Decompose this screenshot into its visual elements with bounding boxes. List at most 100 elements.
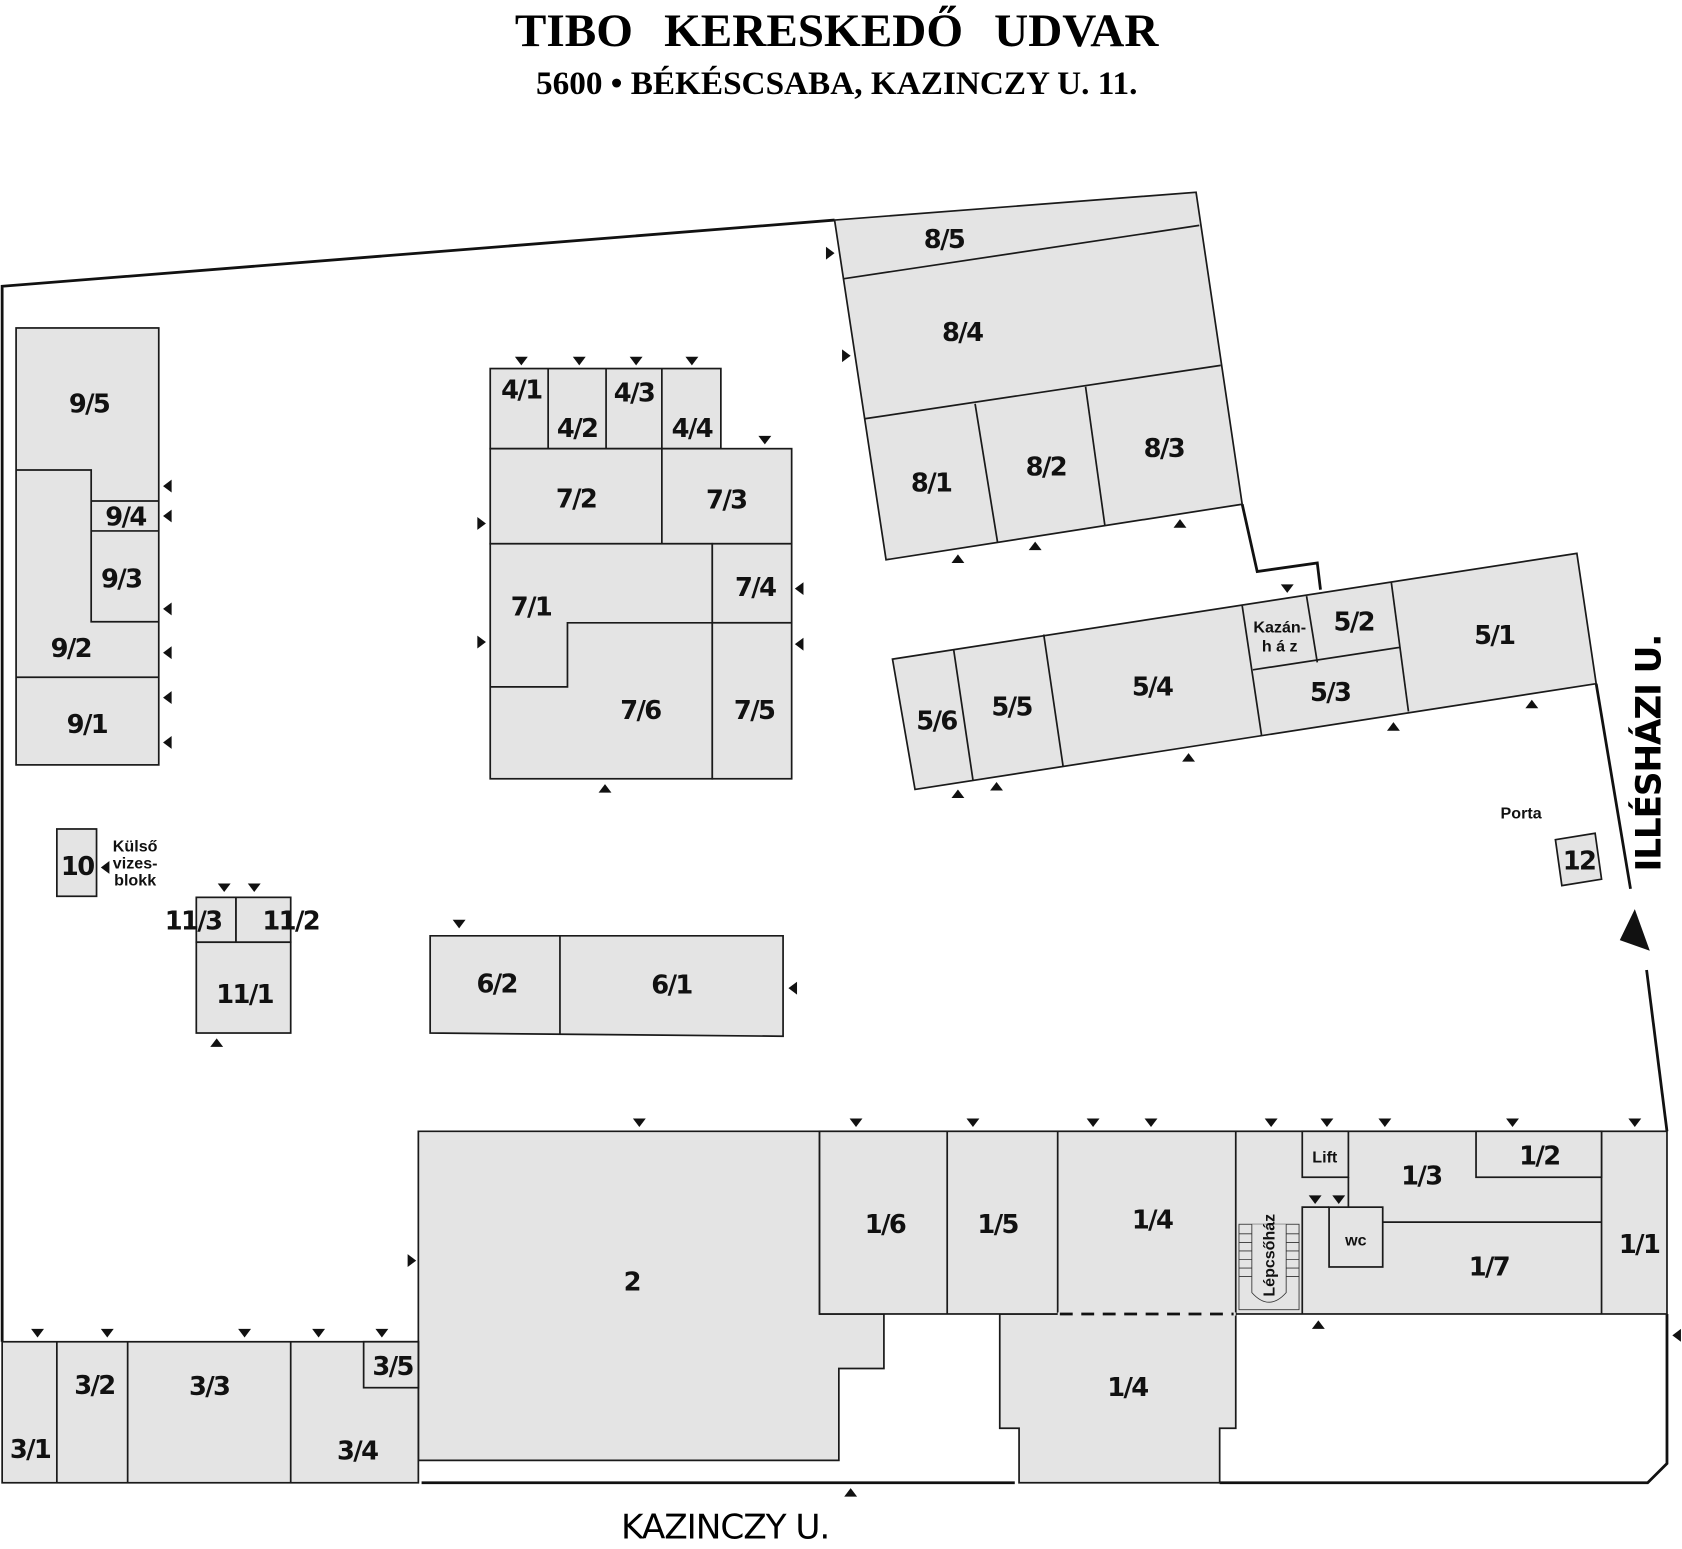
unit-label: 8/3 [1144, 434, 1184, 464]
door-arrow-icon [572, 356, 586, 366]
door-arrow-icon [1144, 1118, 1158, 1128]
unit-label: 10 [61, 852, 94, 882]
door-arrow-icon [825, 246, 835, 260]
unit-labels: 8/5 8/4 8/1 8/2 8/3 4/1 4/2 4/3 4/4 7/2 … [10, 225, 1662, 1466]
door-arrow-icon [1028, 541, 1042, 551]
door-arrow-icon [163, 509, 172, 523]
unit-label: 1/4 [1132, 1206, 1173, 1236]
porta-label: Porta [1501, 804, 1543, 822]
boiler-room-label: h á z [1262, 638, 1298, 656]
unit-label: 4/1 [501, 376, 542, 406]
door-arrow-icon [163, 479, 172, 493]
external-toilet-label: blokk [114, 872, 156, 890]
door-arrow-icon [31, 1328, 44, 1338]
door-arrow-icon [1506, 1118, 1519, 1128]
unit-label: 8/5 [924, 225, 965, 255]
unit-label: 7/1 [511, 592, 552, 622]
door-arrow-icon [1311, 1320, 1325, 1329]
unit-label: 1/1 [1619, 1230, 1660, 1260]
door-markers [31, 246, 1681, 1497]
unit-label: 5/4 [1132, 672, 1173, 702]
unit-label: 7/4 [735, 573, 776, 603]
door-arrow-icon [238, 1328, 252, 1338]
door-arrow-icon [1387, 722, 1400, 731]
unit-label: 6/1 [651, 971, 692, 1001]
unit-label: 6/2 [476, 969, 516, 999]
door-arrow-icon [951, 554, 965, 563]
unit-label: 7/6 [620, 696, 661, 726]
building-2 [417, 1130, 885, 1462]
unit-label: 1/2 [1519, 1141, 1559, 1171]
unit-label: 9/5 [69, 389, 110, 419]
door-arrow-icon [477, 517, 486, 530]
external-toilet-label: vizes- [113, 855, 158, 873]
building-1 [818, 1130, 1668, 1484]
door-arrow-icon [794, 582, 804, 596]
door-arrow-icon [100, 1328, 114, 1338]
door-arrow-icon [407, 1254, 417, 1267]
unit-label: 3/4 [337, 1436, 378, 1466]
door-arrow-icon [990, 781, 1003, 791]
door-arrow-icon [1332, 1195, 1346, 1204]
map-subtitle: 5600 • BÉKÉSCSABA, KAZINCZY U. 11. [536, 65, 1137, 102]
unit-label: 3/1 [10, 1435, 51, 1465]
building-11 [195, 896, 292, 1034]
building-8 [833, 191, 1244, 561]
unit-label: 8/2 [1026, 452, 1066, 482]
boiler-room-label: Kazán- [1253, 618, 1306, 636]
unit-label: 5/5 [991, 693, 1032, 723]
unit-label: 7/3 [706, 486, 746, 516]
unit-label: 7/5 [734, 696, 775, 726]
door-arrow-icon [1628, 1118, 1642, 1128]
unit-label: 5/6 [916, 707, 957, 737]
stairwell-label: Lépcsőház [1260, 1214, 1278, 1297]
door-arrow-icon [598, 784, 612, 793]
unit-label: 5/2 [1334, 607, 1374, 637]
door-arrow-icon [1672, 1328, 1681, 1342]
unit-label: 3/3 [189, 1372, 229, 1402]
door-arrow-icon [1320, 1118, 1334, 1128]
door-arrow-icon [966, 1118, 980, 1128]
unit-label: 9/2 [51, 634, 91, 664]
door-arrow-icon [163, 646, 172, 660]
unit-label: 9/3 [101, 565, 141, 595]
building-5 [891, 552, 1598, 791]
door-arrow-icon [788, 981, 798, 995]
lift-label: Lift [1312, 1148, 1338, 1166]
facility-labels: Kazán- h á z Lift wc Lépcsőház Porta Kül… [113, 618, 1543, 1296]
street-label-illeshazi: ILLÉSHÁZI U. [1628, 635, 1669, 872]
building-6 [429, 934, 784, 1038]
unit-label: 5/1 [1474, 621, 1515, 651]
unit-label: 4/2 [557, 414, 597, 444]
door-arrow-icon [247, 883, 261, 893]
door-arrow-icon [951, 789, 965, 799]
door-arrow-icon [842, 349, 851, 363]
door-arrow-icon [1525, 699, 1539, 709]
wc-label: wc [1344, 1232, 1367, 1250]
unit-label: 11/1 [216, 980, 273, 1010]
door-arrow-icon [758, 435, 772, 445]
building-9 [15, 327, 160, 766]
stairs-icon [1238, 1223, 1300, 1311]
door-arrow-icon [794, 637, 804, 651]
unit-label: 1/4 [1107, 1373, 1148, 1403]
unit-label: 9/4 [105, 503, 146, 533]
building-12-porta [1554, 832, 1603, 887]
door-arrow-icon [1264, 1118, 1278, 1128]
unit-label: 3/2 [74, 1371, 114, 1401]
door-arrow-icon [452, 919, 466, 929]
unit-label: 9/1 [67, 710, 108, 740]
door-arrow-icon [1378, 1118, 1392, 1128]
unit-label: 1/3 [1401, 1162, 1441, 1192]
unit-label: 4/3 [614, 379, 654, 409]
unit-label: 11/2 [262, 906, 319, 936]
unit-label: 1/6 [865, 1210, 906, 1240]
door-arrow-icon [100, 861, 110, 874]
door-arrow-icon [375, 1328, 389, 1338]
unit-label: 8/4 [942, 318, 983, 348]
unit-label: 1/7 [1469, 1253, 1509, 1283]
door-arrow-icon [210, 1038, 224, 1047]
building-4-7 [489, 367, 793, 780]
external-toilet-label: Külső [113, 837, 158, 855]
